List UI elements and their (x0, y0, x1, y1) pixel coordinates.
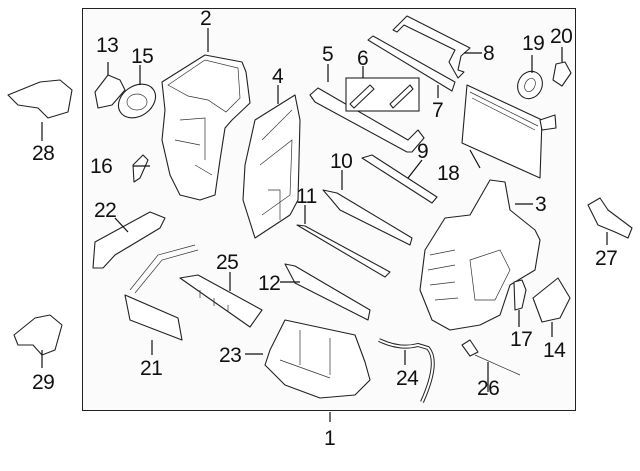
callout-9: 9 (417, 140, 429, 163)
callout-25: 25 (216, 251, 239, 274)
part-29-duct (13, 314, 63, 356)
callout-29: 29 (32, 371, 55, 394)
part-17-sensor (513, 279, 527, 311)
part-12-door (284, 263, 371, 321)
part-8-seal (392, 15, 471, 79)
callout-20: 20 (550, 25, 573, 48)
callout-18: 18 (437, 162, 460, 185)
part-27-duct (587, 197, 633, 239)
callout-11: 11 (296, 185, 317, 208)
callout-24: 24 (396, 367, 419, 390)
part-25-cover (179, 274, 263, 328)
callout-23: 23 (219, 344, 242, 367)
part-19-grommet (517, 70, 543, 100)
part-22-bracket (92, 211, 166, 269)
callout-8: 8 (483, 42, 495, 65)
callout-19: 19 (522, 32, 545, 55)
callout-10: 10 (330, 150, 353, 173)
callout-14: 14 (543, 339, 566, 362)
part-7-seal (367, 35, 456, 92)
part-9-door (361, 154, 438, 204)
callout-27: 27 (595, 247, 618, 270)
callout-6: 6 (357, 47, 369, 70)
callout-1: 1 (324, 427, 336, 450)
part-2-upper-case (161, 54, 251, 201)
part-3-blower-case (419, 179, 541, 331)
part-20-valve (552, 61, 572, 87)
part-28-duct (7, 79, 73, 119)
part-14-actuator (532, 277, 571, 323)
callout-7: 7 (432, 99, 444, 122)
callout-28: 28 (32, 142, 55, 165)
part-18-evaporator-core (461, 84, 557, 179)
callout-2: 2 (200, 7, 212, 30)
callout-13: 13 (96, 34, 119, 57)
callout-4: 4 (272, 65, 284, 88)
part-21-heater-core (124, 244, 199, 341)
part-26-temp-sensor (461, 339, 521, 376)
part-15-actuator (117, 83, 157, 119)
part-24-drain-hose (378, 338, 435, 403)
callout-21: 21 (140, 357, 163, 380)
leader-lines (41, 28, 608, 422)
part-4-side-cover (242, 94, 301, 239)
callout-17: 17 (510, 328, 533, 351)
callout-12: 12 (258, 272, 281, 295)
callout-26: 26 (477, 377, 500, 400)
part-11-door-seal (296, 224, 391, 278)
callout-16: 16 (90, 155, 113, 178)
part-16-lever (132, 154, 149, 183)
callout-15: 15 (131, 45, 154, 68)
callout-22: 22 (94, 199, 117, 222)
part-6-seal-kit-box (345, 77, 420, 112)
callout-5: 5 (322, 43, 334, 66)
part-10-door (322, 189, 413, 246)
part-23-lower-case (264, 319, 371, 399)
callout-3: 3 (535, 193, 547, 216)
